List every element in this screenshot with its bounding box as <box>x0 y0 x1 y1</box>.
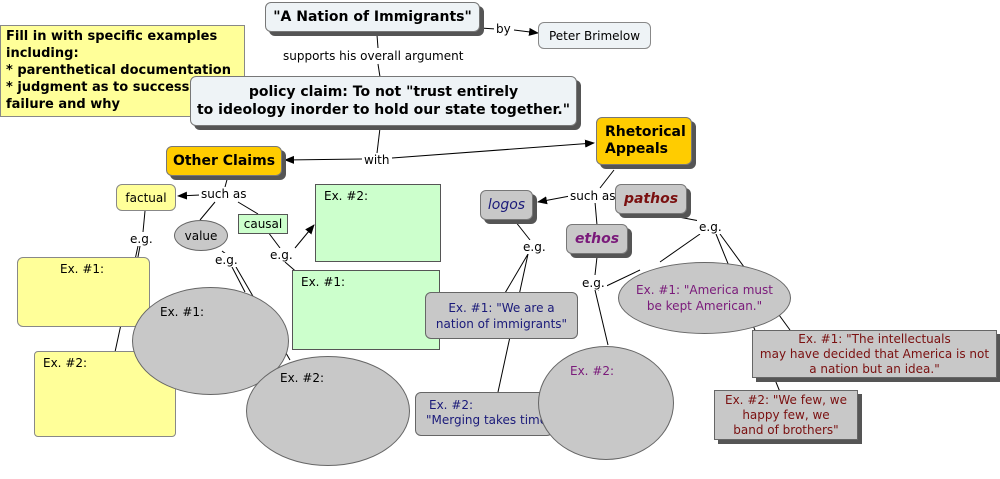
causal-text: causal <box>243 217 283 231</box>
value-text: value <box>184 228 218 243</box>
other-claims-node[interactable]: Other Claims <box>166 146 282 176</box>
logos-example-2[interactable]: Ex. #2: "Merging takes time" <box>415 392 553 436</box>
pathos-example-1-line-1: Ex. #1: "America must <box>636 283 773 297</box>
pathos-example-1-ellipse[interactable]: Ex. #1: "America must be kept American." <box>618 262 791 334</box>
value-node[interactable]: value <box>174 220 228 251</box>
pathos-example-1-box[interactable]: Ex. #1: "The intellectuals may have deci… <box>752 330 997 378</box>
rhetorical-appeals-node[interactable]: Rhetorical Appeals <box>596 117 692 165</box>
author-text: Peter Brimelow <box>548 28 641 43</box>
causal-example-1[interactable]: Ex. #1: <box>292 270 440 350</box>
causal-example-2[interactable]: Ex. #2: <box>315 184 441 262</box>
ethos-example-2[interactable]: Ex. #2: <box>538 346 674 460</box>
pathos-example-2-line-2: happy few, we <box>742 407 830 422</box>
policy-line-1: policy claim: To not "trust entirely <box>248 84 519 100</box>
value-example-2[interactable]: Ex. #2: <box>246 356 410 466</box>
pathos-example-1-line-2: be kept American." <box>646 299 763 313</box>
value-example-1-text: Ex. #1: <box>160 305 205 319</box>
note-line-3: * parenthetical documentation <box>6 63 231 78</box>
with-label: with <box>362 153 392 167</box>
eg-label-logos: e.g. <box>521 240 548 254</box>
pathos-example-2-line-3: band of brothers" <box>733 422 839 437</box>
eg-label-value: e.g. <box>213 253 240 267</box>
eg-label-pathos: e.g. <box>697 220 724 234</box>
note-line-5: failure and why <box>6 97 120 112</box>
note-line-4: * judgment as to success or <box>6 80 210 95</box>
note-line-1: Fill in with specific examples <box>6 29 218 44</box>
logos-text: logos <box>487 197 526 213</box>
pathos-example-1b-line-2: may have decided that America is not <box>759 346 990 361</box>
eg-label-ethos: e.g. <box>580 276 607 290</box>
eg-label-causal: e.g. <box>268 248 295 262</box>
factual-example-2-text: Ex. #2: <box>43 356 88 370</box>
eg-label-factual: e.g. <box>128 232 155 246</box>
ethos-node[interactable]: ethos <box>566 224 628 254</box>
policy-claim-node[interactable]: policy claim: To not "trust entirely to … <box>190 76 577 126</box>
factual-example-1[interactable]: Ex. #1: <box>17 257 150 327</box>
rhetorical-line-1: Rhetorical <box>605 124 686 140</box>
factual-text: factual <box>125 190 167 205</box>
title-text: "A Nation of Immigrants" <box>273 9 472 25</box>
note-line-2: including: <box>6 46 79 61</box>
pathos-example-1b-line-1: Ex. #1: "The intellectuals <box>798 331 951 346</box>
logos-example-1-line-2: nation of immigrants" <box>435 316 568 331</box>
other-claims-text: Other Claims <box>172 153 276 169</box>
logos-node[interactable]: logos <box>480 190 533 220</box>
rhetorical-line-2: Appeals <box>605 141 668 157</box>
causal-example-2-text: Ex. #2: <box>324 189 369 203</box>
pathos-example-2-line-1: Ex. #2: "We few, we <box>725 392 847 407</box>
logos-example-1-line-1: Ex. #1: "We are a <box>448 300 555 315</box>
by-label: by <box>494 22 513 36</box>
pathos-example-2[interactable]: Ex. #2: "We few, we happy few, we band o… <box>714 390 858 440</box>
pathos-example-1b-line-3: a nation but an idea." <box>809 361 940 376</box>
title-node[interactable]: "A Nation of Immigrants" <box>265 2 480 32</box>
value-example-2-text: Ex. #2: <box>280 371 325 385</box>
logos-example-2-line-2: "Merging takes time" <box>426 413 553 427</box>
pathos-text: pathos <box>623 191 679 207</box>
factual-node[interactable]: factual <box>116 184 176 211</box>
logos-example-1[interactable]: Ex. #1: "We are a nation of immigrants" <box>425 292 578 339</box>
supports-label: supports his overall argument <box>281 49 466 63</box>
causal-example-1-text: Ex. #1: <box>301 275 346 289</box>
ethos-text: ethos <box>574 231 620 247</box>
factual-example-2[interactable]: Ex. #2: <box>34 351 176 437</box>
author-node[interactable]: Peter Brimelow <box>538 22 651 49</box>
logos-example-2-line-1: Ex. #2: <box>429 398 474 412</box>
factual-example-1-text: Ex. #1: <box>60 262 105 276</box>
pathos-node[interactable]: pathos <box>615 184 687 214</box>
ethos-example-2-text: Ex. #2: <box>570 364 615 378</box>
causal-node[interactable]: causal <box>238 214 288 234</box>
such-as-right-label: such as <box>568 189 618 203</box>
policy-line-2: to ideology inorder to hold our state to… <box>196 102 570 118</box>
such-as-left-label: such as <box>199 187 249 201</box>
